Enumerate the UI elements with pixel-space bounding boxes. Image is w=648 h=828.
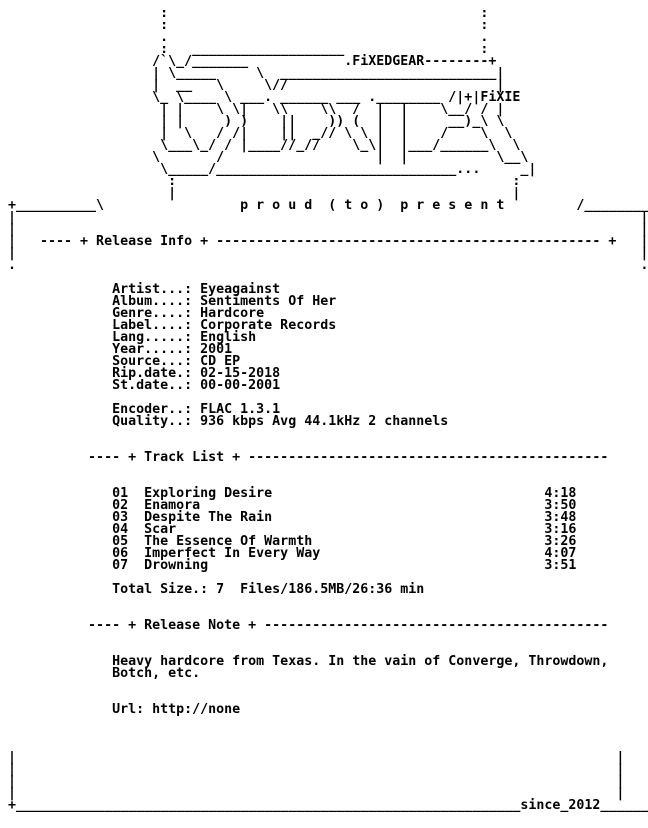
nfo-text: : : : : . . : _____________ bbox=[8, 6, 648, 813]
